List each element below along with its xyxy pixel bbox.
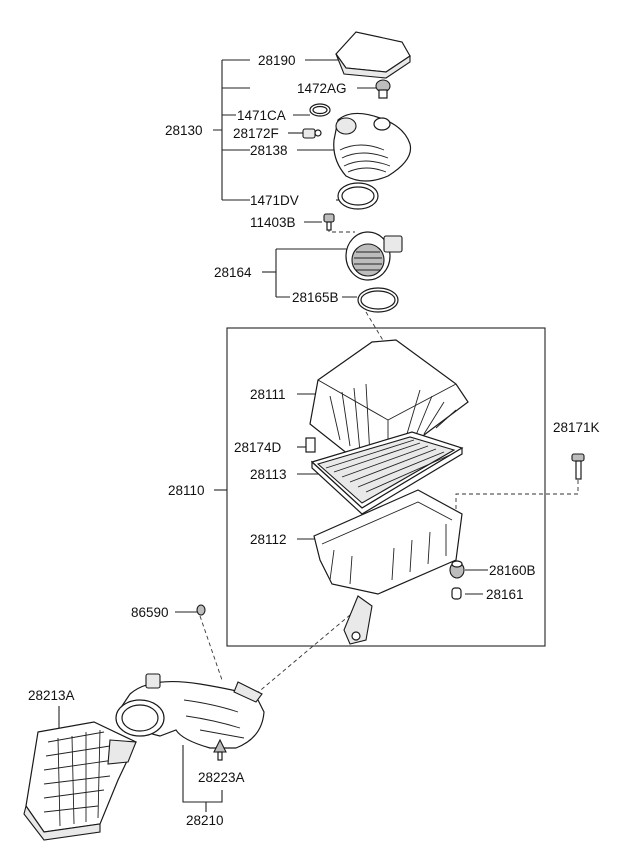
clip-86590 [196, 604, 206, 616]
label-28190: 28190 [258, 53, 296, 68]
label-86590: 86590 [131, 605, 169, 620]
filter-element-28113 [310, 431, 464, 515]
grommet-28160b [449, 560, 465, 579]
label-28130: 28130 [165, 123, 203, 138]
air-cleaner-body-28112 [313, 489, 463, 645]
label-28161: 28161 [486, 587, 524, 602]
assembly-frame [226, 327, 546, 647]
air-cleaner-cover-28111 [309, 339, 469, 463]
air-intake-duct-28210 [115, 673, 265, 749]
label-1471ca: 1471CA [237, 108, 286, 123]
label-28164: 28164 [214, 265, 252, 280]
leader-lines [58, 59, 546, 812]
label-28210: 28210 [186, 813, 224, 828]
label-28112: 28112 [250, 532, 287, 547]
label-28111: 28111 [250, 387, 286, 402]
airflow-sensor-28164 [345, 231, 403, 281]
label-28171k: 28171K [553, 420, 600, 435]
label-11403b: 11403B [250, 215, 296, 230]
resonator-cover [335, 31, 411, 79]
label-1471dv: 1471DV [250, 193, 299, 208]
plug-28172f [302, 128, 322, 139]
label-28113: 28113 [250, 467, 287, 482]
clip-28174d [305, 437, 316, 453]
label-28160b: 28160B [489, 563, 536, 578]
label-28223a: 28223A [198, 770, 245, 785]
bolt-11403b [323, 213, 335, 231]
intake-hose-28138 [333, 112, 412, 182]
clamp-1471dv [337, 182, 379, 210]
label-28174d: 28174D [234, 440, 282, 455]
bush-28161 [451, 587, 462, 600]
label-28213a: 28213A [28, 688, 75, 703]
label-28172f: 28172F [233, 126, 279, 141]
o-ring-28165b [357, 287, 399, 313]
bolt-28171k [571, 453, 585, 480]
clip-1472ag [375, 79, 391, 99]
label-28110: 28110 [168, 483, 205, 498]
label-1472ag: 1472AG [297, 81, 347, 96]
clip-28223a [213, 738, 227, 761]
part-labels: 28190 1472AG 1471CA 28130 28172F 28138 1… [28, 53, 600, 828]
clamp-1471ca [309, 103, 331, 117]
air-inlet-grille-28213a [23, 721, 137, 841]
label-28138: 28138 [250, 143, 288, 158]
label-28165b: 28165B [292, 290, 339, 305]
